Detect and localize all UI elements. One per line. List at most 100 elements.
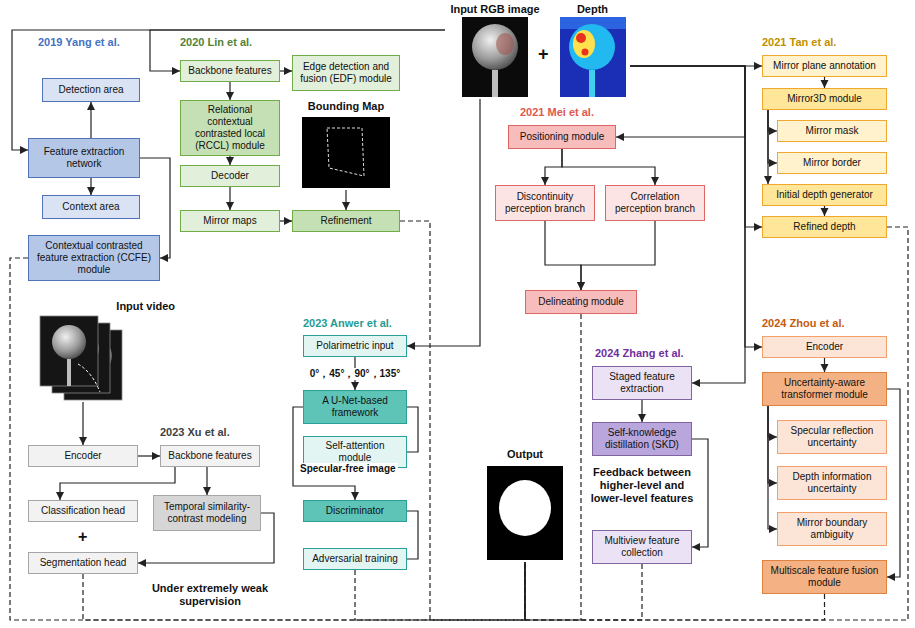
connector bbox=[887, 389, 900, 577]
depth-stand bbox=[589, 70, 595, 97]
node-text: Output bbox=[507, 448, 543, 461]
node-text: Self-attention module bbox=[308, 440, 402, 464]
connector bbox=[616, 66, 745, 137]
node-text: Mirror maps bbox=[203, 215, 256, 227]
node-text: Mirror3D module bbox=[787, 93, 861, 105]
process-box: Backbone features bbox=[180, 60, 280, 82]
process-box: Mirror mask bbox=[777, 120, 887, 142]
node-text: Multiview feature collection bbox=[597, 535, 687, 559]
process-box: Discriminator bbox=[303, 500, 407, 522]
process-box: Multiscale feature fusion module bbox=[762, 560, 887, 594]
node-text: Multiscale feature fusion module bbox=[767, 565, 882, 589]
connector bbox=[206, 467, 207, 495]
image-panel: Bounding Map bbox=[292, 100, 400, 190]
section-heading: 2019 Yang et al. bbox=[38, 36, 120, 49]
connector bbox=[545, 221, 581, 290]
connector bbox=[768, 406, 777, 437]
annotation: Feedback between higher-level and lower-… bbox=[590, 466, 694, 505]
mirror-sphere bbox=[52, 325, 86, 359]
section-heading: 2021 Mei et al. bbox=[520, 106, 594, 119]
section-heading: 2020 Lin et al. bbox=[180, 36, 252, 49]
section-heading: 2021 Tan et al. bbox=[762, 36, 836, 49]
connector bbox=[562, 149, 655, 185]
connector bbox=[90, 102, 91, 138]
node-text: Delineating module bbox=[538, 296, 624, 308]
edge-label: 0°，45°，90°，135° bbox=[308, 368, 403, 380]
connector bbox=[229, 82, 230, 100]
mask-region bbox=[499, 480, 551, 536]
node-text: Edge detection and fusion (EDF) module bbox=[297, 61, 395, 85]
depth-patch bbox=[573, 30, 595, 58]
node-text: Input video bbox=[116, 300, 175, 313]
image-panel: Input RGB image bbox=[445, 3, 545, 99]
process-box: Backbone features bbox=[160, 445, 260, 467]
node-text: Mirror mask bbox=[806, 125, 859, 137]
connector bbox=[545, 149, 562, 185]
node-text: Depth bbox=[577, 3, 608, 16]
connector bbox=[229, 187, 230, 210]
node-text: Discontinuity perception branch bbox=[500, 191, 590, 215]
node-text: Detection area bbox=[58, 84, 123, 96]
node-text: Decoder bbox=[211, 170, 249, 182]
node-text: Discriminator bbox=[326, 505, 384, 517]
dashed-connector bbox=[525, 314, 581, 620]
node-text: Refinement bbox=[320, 215, 371, 227]
process-box: Encoder bbox=[762, 336, 887, 358]
process-box: Relational contextual contrasted local (… bbox=[180, 100, 280, 156]
process-box: Context area bbox=[42, 195, 140, 219]
node-text: Classification head bbox=[41, 505, 125, 517]
process-box: Adversarial training bbox=[303, 548, 407, 570]
section-heading: 2023 Anwer et al. bbox=[303, 317, 392, 330]
node-text: Encoder bbox=[64, 450, 101, 462]
node-text: Adversarial training bbox=[312, 553, 398, 565]
node-text: Self-knowledge distillation (SKD) bbox=[597, 427, 687, 451]
process-box: Classification head bbox=[28, 500, 138, 522]
section-heading: 2023 Xu et al. bbox=[160, 426, 230, 439]
depth-hot bbox=[576, 33, 586, 43]
connector bbox=[768, 110, 777, 163]
dashed-connector bbox=[10, 258, 525, 620]
node-text: Polarimetric input bbox=[316, 340, 393, 352]
process-box: Mirror maps bbox=[180, 210, 280, 232]
video-frame bbox=[40, 316, 98, 386]
dashed-connector bbox=[400, 221, 525, 620]
process-box: Mirror plane annotation bbox=[762, 55, 887, 77]
connector bbox=[407, 407, 418, 452]
process-box: Correlation perception branch bbox=[605, 185, 705, 221]
node-text: Segmentation head bbox=[40, 557, 127, 569]
node-text: Staged feature extraction bbox=[597, 371, 687, 395]
node-text: Mirror plane annotation bbox=[773, 60, 876, 72]
process-box: Specular reflection uncertainty bbox=[777, 420, 887, 454]
node-text: Correlation perception branch bbox=[610, 191, 700, 215]
section-heading: 2024 Zhou et al. bbox=[762, 317, 845, 330]
node-text: Refined depth bbox=[793, 221, 855, 233]
process-box: Delineating module bbox=[525, 290, 637, 314]
connector bbox=[82, 402, 83, 445]
connector bbox=[768, 110, 777, 131]
node-text: Mirror border bbox=[803, 157, 861, 169]
annotation: Under extremely weak supervision bbox=[148, 582, 272, 608]
node-text: Specular reflection uncertainty bbox=[782, 425, 882, 449]
connector bbox=[692, 439, 708, 547]
mirror-sphere bbox=[472, 24, 518, 70]
process-box: Feature extraction network bbox=[28, 138, 140, 178]
process-box: Temporal similarity-contrast modeling bbox=[153, 495, 261, 531]
depth-map bbox=[560, 17, 626, 97]
node-text: Feature extraction network bbox=[33, 146, 135, 170]
plus-sign: + bbox=[78, 528, 87, 546]
node-text: Backbone features bbox=[188, 65, 271, 77]
process-box: Self-knowledge distillation (SKD) bbox=[592, 422, 692, 456]
node-text: A U-Net-based framework bbox=[308, 395, 402, 419]
connector bbox=[824, 206, 825, 216]
dashed-connector bbox=[525, 562, 642, 620]
image-panel: Output bbox=[480, 448, 570, 562]
plus-sign: + bbox=[538, 44, 549, 64]
connector bbox=[280, 70, 292, 71]
node-text: Context area bbox=[62, 201, 119, 213]
output-mask bbox=[487, 466, 563, 560]
reflection bbox=[496, 33, 514, 55]
node-text: Temporal similarity-contrast modeling bbox=[158, 501, 256, 525]
process-box: Multiview feature collection bbox=[592, 530, 692, 564]
stand bbox=[67, 359, 71, 386]
dashed-connector bbox=[83, 562, 525, 620]
